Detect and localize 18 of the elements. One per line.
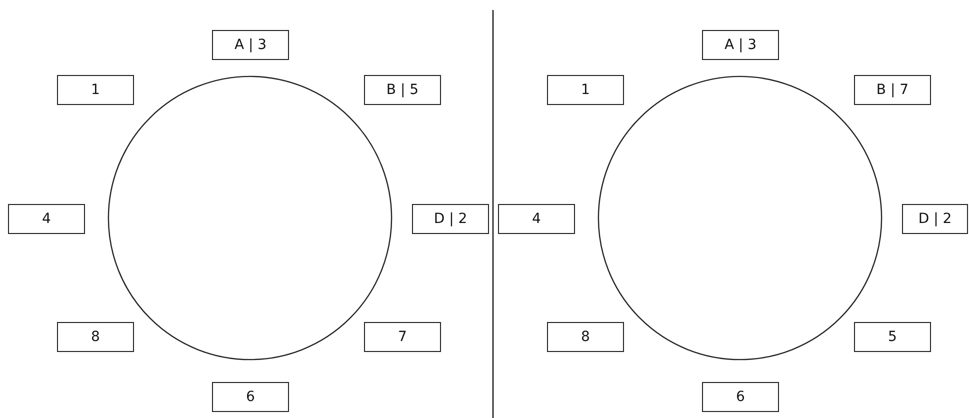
circle-shape — [597, 75, 883, 361]
label-box: 6 — [702, 382, 779, 412]
label-box: 4 — [8, 204, 85, 234]
label-box: 4 — [498, 204, 575, 234]
label-box: 5 — [854, 322, 931, 352]
label-box: 8 — [547, 322, 624, 352]
label-box: 8 — [57, 322, 134, 352]
label-box: A | 3 — [702, 30, 779, 60]
label-box: 1 — [57, 75, 134, 105]
label-box: A | 3 — [212, 30, 289, 60]
label-box: 1 — [547, 75, 624, 105]
label-box: B | 7 — [854, 75, 931, 105]
label-box: D | 2 — [412, 204, 489, 234]
label-box: D | 2 — [902, 204, 968, 234]
label-box: B | 5 — [364, 75, 441, 105]
circle-shape — [107, 75, 393, 361]
label-box: 6 — [212, 382, 289, 412]
label-box: 7 — [364, 322, 441, 352]
